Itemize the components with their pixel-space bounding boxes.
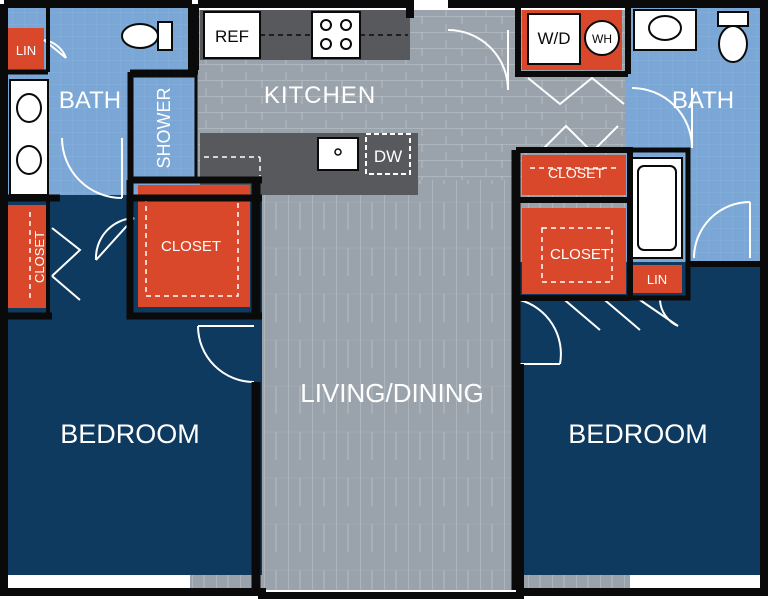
dishwasher — [365, 133, 411, 175]
room-label-shower: SHOWER — [154, 87, 174, 168]
closet-label-left-small: CLOSET — [32, 231, 47, 283]
appliance-label-dw: DW — [374, 147, 402, 166]
appliance-label-ref: REF — [215, 27, 249, 46]
labels: KITCHEN LIVING/DINING BEDROOM BEDROOM BA… — [16, 27, 734, 449]
toilet-left — [121, 23, 159, 49]
bedroom-right-area — [518, 262, 760, 575]
sink-right — [648, 15, 682, 41]
closet-label-lin-left: LIN — [16, 43, 36, 58]
kitchen-sink — [317, 137, 359, 171]
burner-icon — [320, 38, 332, 50]
sink-left-1 — [16, 93, 42, 123]
closet-right-upper — [522, 155, 626, 195]
closet-left-large — [138, 185, 250, 307]
closet-outline — [541, 227, 613, 283]
room-label-bath-left: BATH — [59, 87, 121, 114]
closet-label-left-large: CLOSET — [161, 238, 221, 255]
toilet-left-tank — [157, 21, 173, 51]
closet-lin-left — [8, 28, 44, 70]
washer-dryer — [527, 13, 581, 65]
floor-living — [262, 180, 520, 585]
door-swings — [43, 29, 751, 383]
room-label-living-dining: LIVING/DINING — [300, 378, 483, 408]
kitchen-island — [200, 133, 418, 195]
burner-icon — [320, 19, 332, 31]
closet-label-right-lower: CLOSET — [550, 246, 610, 263]
closet-left-small — [8, 205, 48, 308]
room-label-kitchen: KITCHEN — [264, 82, 376, 109]
closet-label-right-upper: CLOSET — [548, 165, 604, 181]
closet-label-lin-right: LIN — [647, 272, 667, 287]
room-label-bedroom-left: BEDROOM — [60, 419, 200, 449]
room-label-bedroom-right: BEDROOM — [568, 419, 708, 449]
burner-icon — [340, 19, 352, 31]
bathtub-inner — [637, 165, 677, 251]
toilet-right — [718, 25, 748, 63]
appliance-label-wh: WH — [592, 32, 612, 46]
closet-lin-right — [632, 265, 682, 293]
water-heater — [584, 20, 620, 56]
sink-left-2 — [16, 145, 42, 175]
appliance-label-wd: W/D — [537, 29, 570, 48]
closet-right-lower — [522, 208, 626, 294]
drain-icon — [334, 148, 342, 156]
stove — [311, 11, 361, 59]
room-label-bath-right: BATH — [672, 87, 734, 114]
burner-icon — [340, 38, 352, 50]
toilet-right-tank — [717, 11, 749, 27]
